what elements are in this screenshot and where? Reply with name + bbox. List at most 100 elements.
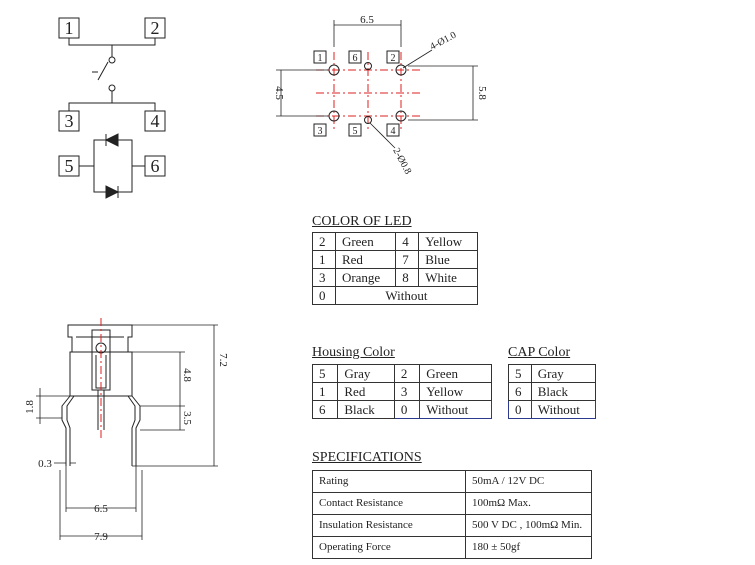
table-row: 3 Orange 8 White bbox=[312, 268, 478, 287]
dim-right-label: 5.8 bbox=[476, 86, 488, 100]
dim-48-label: 4.8 bbox=[181, 368, 193, 382]
fp-box-1 bbox=[313, 50, 327, 64]
hole-large-label: 4-Ø1.0 bbox=[428, 30, 458, 53]
dim-35-label: 3.5 bbox=[181, 411, 193, 425]
housing-color: Green bbox=[419, 364, 492, 383]
fp-label-3: 3 bbox=[318, 126, 323, 137]
pin-label-3: 3 bbox=[65, 111, 74, 131]
led-wire-loop bbox=[79, 139, 145, 193]
led-color: Orange bbox=[334, 268, 397, 287]
center-lines bbox=[316, 52, 420, 130]
table-row: 0 Without bbox=[508, 400, 597, 419]
cap-outline bbox=[67, 324, 133, 353]
led-code: 2 bbox=[312, 232, 336, 251]
housing-color: Black bbox=[337, 400, 395, 419]
fp-label-4: 4 bbox=[391, 126, 396, 137]
table-row: Rating 50mA / 12V DC bbox=[312, 470, 592, 493]
spec-value: 100mΩ Max. bbox=[465, 492, 592, 515]
dim-top-line bbox=[333, 20, 402, 47]
hole-pin-6 bbox=[364, 62, 372, 70]
table-row: 0 Without bbox=[312, 286, 479, 305]
table-row: 5 Gray bbox=[508, 364, 597, 383]
dim-top-label: 6.5 bbox=[360, 14, 374, 26]
table-row: Operating Force 180 ± 50gf bbox=[312, 536, 592, 559]
housing-color: Red bbox=[337, 382, 395, 401]
cap-color-title: CAP Color bbox=[508, 345, 571, 360]
housing-color-table: 5 Gray 2 Green 1 Red 3 Yellow 6 Black 0 … bbox=[311, 364, 492, 419]
dim-left-line bbox=[276, 69, 328, 117]
fp-box-4 bbox=[386, 123, 400, 137]
led-color: Red bbox=[334, 250, 397, 269]
leader-small-hole bbox=[369, 122, 396, 149]
led-color-table: 2 Green 4 Yellow 1 Red 7 Blue 3 Orange 8… bbox=[312, 232, 479, 305]
dim-72-line bbox=[132, 324, 218, 467]
fp-label-1: 1 bbox=[318, 53, 323, 64]
spec-value: 50mA / 12V DC bbox=[465, 470, 592, 493]
specifications-title: SPECIFICATIONS bbox=[312, 450, 422, 465]
led-color: Blue bbox=[418, 250, 478, 269]
hole-pin-5 bbox=[364, 116, 372, 124]
dim-65-label: 6.5 bbox=[94, 503, 108, 515]
switch-contact-bottom bbox=[108, 84, 116, 92]
hole-pin-4 bbox=[395, 110, 407, 122]
dim-right-line bbox=[408, 65, 478, 121]
switch-top-wire bbox=[68, 38, 156, 57]
table-row: 5 Gray 2 Green bbox=[311, 364, 492, 383]
pcb-footprint: 1 6 2 3 5 4 6.5 4.5 5.8 4-Ø1.0 2-Ø0.8 bbox=[273, 14, 488, 176]
housing-color: Gray bbox=[337, 364, 395, 383]
spec-value: 180 ± 50gf bbox=[465, 536, 592, 559]
led-diode-bottom bbox=[105, 185, 120, 199]
led-code: 7 bbox=[395, 250, 420, 269]
pin-label-5: 5 bbox=[65, 156, 74, 176]
dim-35-line bbox=[140, 396, 185, 431]
dim-18-line bbox=[36, 388, 70, 424]
fp-label-6: 6 bbox=[353, 53, 358, 64]
dim-03-label: 0.3 bbox=[38, 458, 52, 470]
hole-pin-3 bbox=[328, 110, 340, 122]
spec-value: 500 V DC , 100mΩ Min. bbox=[465, 514, 592, 537]
fp-label-5: 5 bbox=[353, 126, 358, 137]
switch-schematic: 1 2 3 4 5 6 bbox=[58, 17, 166, 199]
fp-box-5 bbox=[348, 123, 362, 137]
dim-18-label: 1.8 bbox=[24, 400, 36, 414]
led-color: Green bbox=[334, 232, 397, 251]
housing-color-title: Housing Color bbox=[312, 345, 395, 360]
pin-label-6: 6 bbox=[151, 156, 160, 176]
housing-color: Yellow bbox=[419, 382, 492, 401]
pin-label-1: 1 bbox=[65, 18, 74, 38]
hole-pin-2 bbox=[395, 64, 407, 76]
led-color: White bbox=[418, 268, 478, 287]
led-color: Yellow bbox=[418, 232, 478, 251]
table-row: 1 Red 3 Yellow bbox=[311, 382, 492, 401]
housing-code: 3 bbox=[393, 382, 421, 401]
leader-large-hole bbox=[402, 49, 433, 69]
housing-code: 5 bbox=[311, 364, 339, 383]
spec-name: Contact Resistance bbox=[312, 492, 466, 515]
led-diode-top bbox=[104, 133, 119, 147]
cap-code: 0 bbox=[508, 400, 532, 419]
led-color-title: COLOR OF LED bbox=[312, 214, 412, 229]
switch-contact-top bbox=[108, 56, 116, 64]
cap-color: Gray bbox=[530, 364, 597, 383]
table-row: Insulation Resistance 500 V DC , 100mΩ M… bbox=[312, 514, 592, 537]
hole-pin-1 bbox=[328, 64, 340, 76]
pin-label-4: 4 bbox=[151, 111, 160, 131]
dim-left-label: 4.5 bbox=[273, 86, 285, 100]
spec-name: Rating bbox=[312, 470, 466, 493]
dim-79-line bbox=[59, 470, 143, 540]
table-row: 1 Red 7 Blue bbox=[312, 250, 478, 269]
hole-small-label: 2-Ø0.8 bbox=[390, 146, 413, 176]
housing-code: 0 bbox=[393, 400, 421, 419]
spec-name: Operating Force bbox=[312, 536, 466, 559]
dim-65-line bbox=[65, 466, 137, 512]
led-color: Without bbox=[334, 286, 479, 305]
cap-code: 6 bbox=[508, 382, 532, 401]
table-row: 6 Black bbox=[508, 382, 597, 401]
cap-color: Without bbox=[530, 400, 597, 419]
fp-label-2: 2 bbox=[391, 53, 396, 64]
cap-color: Black bbox=[530, 382, 597, 401]
fp-box-2 bbox=[386, 50, 400, 64]
table-row: Contact Resistance 100mΩ Max. bbox=[312, 492, 592, 515]
terminal-right bbox=[127, 395, 141, 466]
housing-code: 6 bbox=[311, 400, 339, 419]
